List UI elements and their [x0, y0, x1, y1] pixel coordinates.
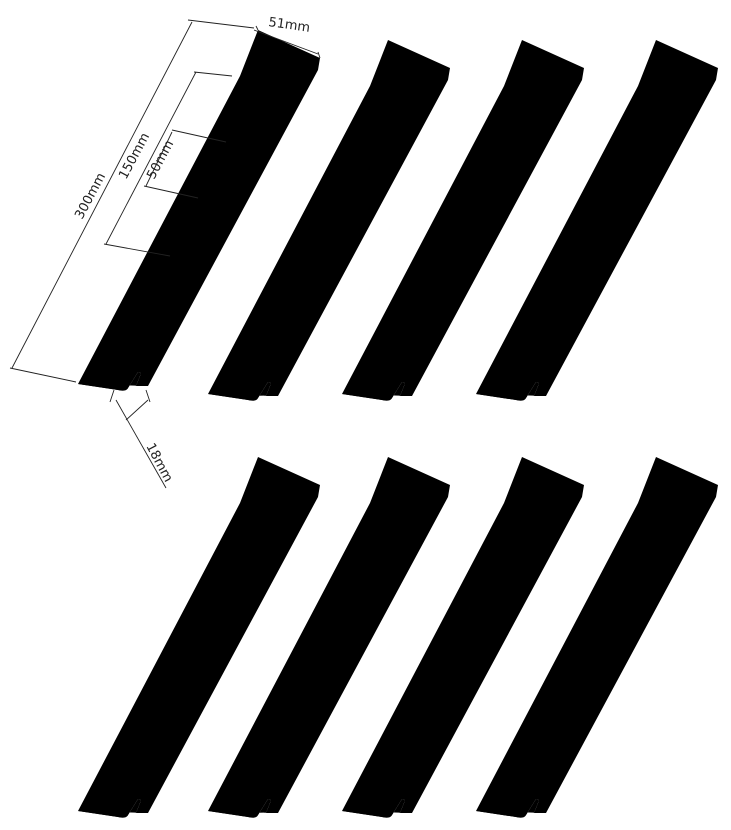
dim-label-length: 300mm — [72, 171, 109, 222]
dim-label-width: 51mm — [267, 15, 311, 36]
dim-label-flange: 18mm — [142, 441, 175, 485]
dimension-lines — [9, 19, 321, 489]
